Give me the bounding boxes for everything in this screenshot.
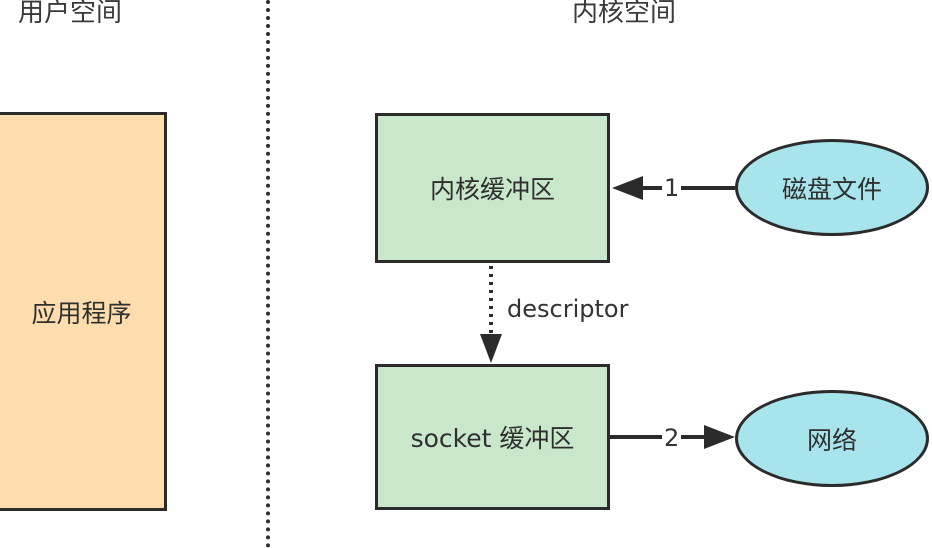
edge-label-descriptor: descriptor xyxy=(507,295,629,323)
kernel-space-heading: 内核空间 xyxy=(572,0,677,28)
space-divider xyxy=(266,0,270,548)
disk-to-kernel-arrow xyxy=(612,176,735,200)
network-node: 网络 xyxy=(735,390,929,487)
edge-label-2: 2 xyxy=(662,424,682,452)
socket-buffer-box: socket 缓冲区 xyxy=(375,364,610,510)
kernel-buffer-box: 内核缓冲区 xyxy=(375,113,610,263)
socket-buffer-label: socket 缓冲区 xyxy=(410,424,575,453)
disk-file-label: 磁盘文件 xyxy=(781,174,882,204)
kernel-buffer-label: 内核缓冲区 xyxy=(429,175,555,204)
descriptor-arrow xyxy=(480,266,502,363)
disk-file-node: 磁盘文件 xyxy=(735,139,929,236)
network-label: 网络 xyxy=(806,425,857,455)
application-box: 应用程序 xyxy=(0,112,167,511)
socket-to-network-arrow xyxy=(610,425,735,449)
user-space-heading: 用户空间 xyxy=(18,0,123,28)
edge-label-1: 1 xyxy=(662,174,682,202)
application-label: 应用程序 xyxy=(31,298,132,328)
